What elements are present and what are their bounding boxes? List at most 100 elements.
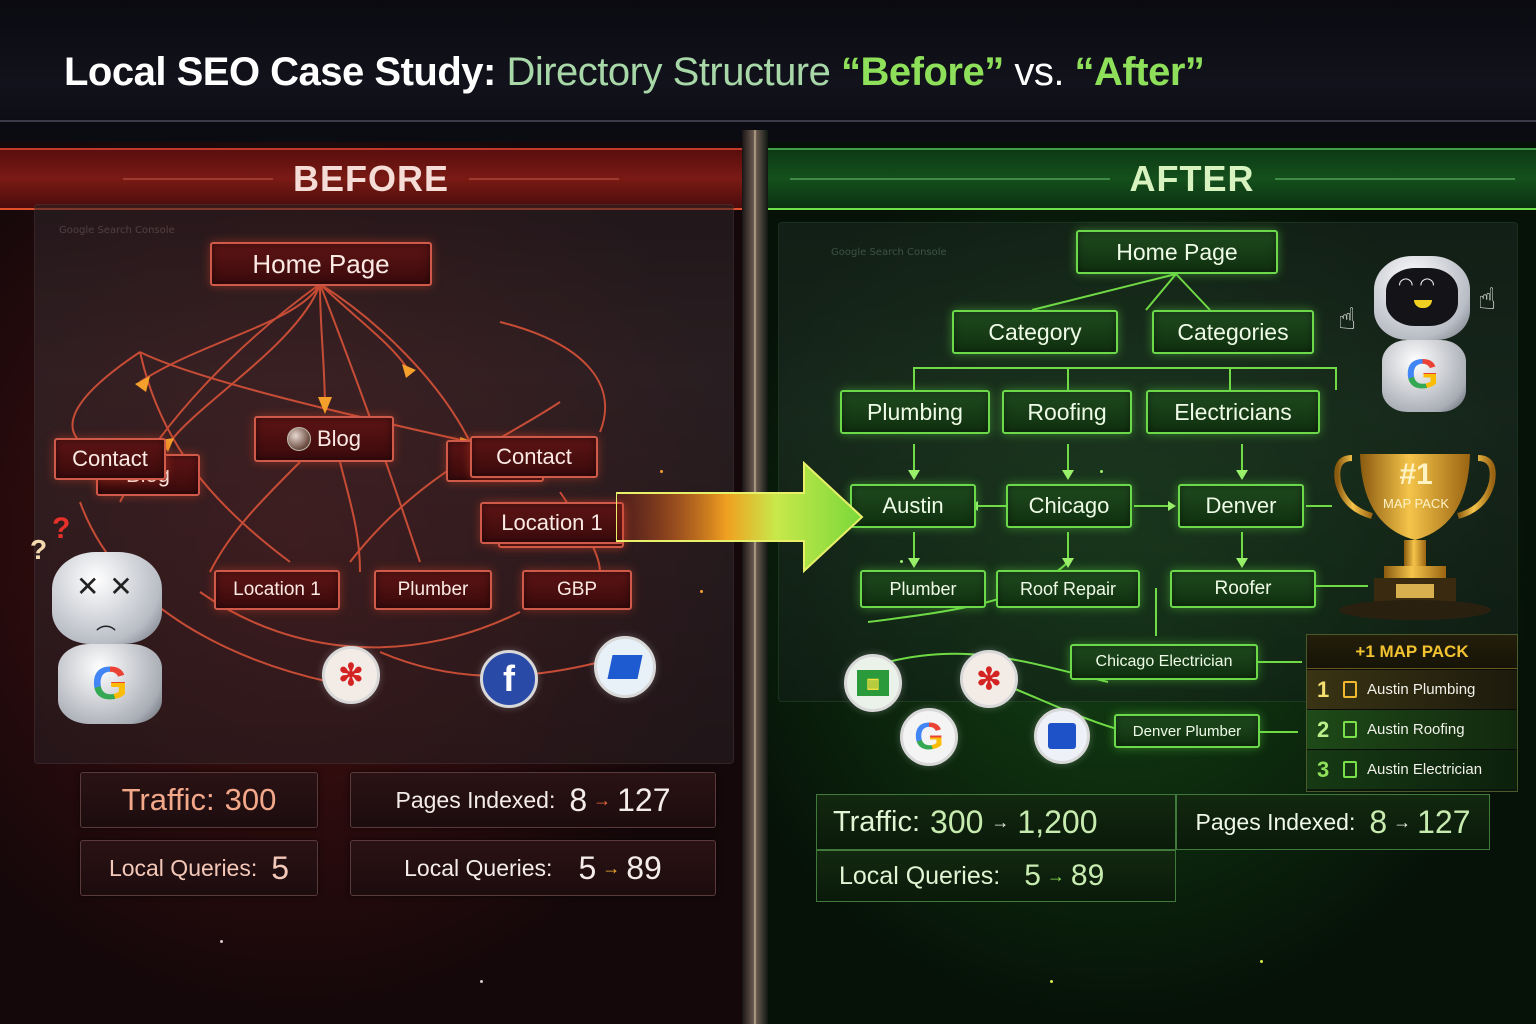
stat-label: Traffic: <box>833 805 921 838</box>
trophy-rank: #1 <box>1399 458 1433 491</box>
before-node-gbp[interactable]: GBP <box>522 570 632 610</box>
after-node-roof-repair[interactable]: Roof Repair <box>996 570 1140 608</box>
sparkle <box>480 980 483 983</box>
after-node-austin[interactable]: Austin <box>850 484 976 528</box>
robot-body: G <box>1382 340 1466 412</box>
after-node-roofing[interactable]: Roofing <box>1002 390 1132 434</box>
before-node-home-page[interactable]: Home Page <box>210 242 432 286</box>
directory-glyph: ▥ <box>857 670 889 696</box>
arrow-icon: → <box>1393 811 1412 832</box>
sparkle <box>900 560 903 563</box>
directory-glyph <box>607 655 643 679</box>
stat-label: Traffic: <box>121 782 215 817</box>
panel-divider <box>742 130 768 1024</box>
smile-icon <box>1414 300 1432 308</box>
after-node-chicago[interactable]: Chicago <box>1006 484 1132 528</box>
stat-to: 127 <box>617 781 671 818</box>
yelp-glyph: ✻ <box>976 662 1002 696</box>
frown-icon: ︵ <box>96 610 116 634</box>
before-node-contact-left[interactable]: Contact <box>54 438 166 480</box>
sparkle <box>660 470 663 473</box>
before-node-location-top[interactable]: Location 1 <box>480 502 624 544</box>
map-pack-name: Austin Electrician <box>1367 761 1483 778</box>
header-rule <box>122 178 273 180</box>
after-node-home-page[interactable]: Home Page <box>1076 230 1278 274</box>
stat-label: Pages Indexed: <box>395 786 556 813</box>
document-icon <box>1343 721 1357 738</box>
before-local-queries-change-stat: Local Queries: 5 → 89 <box>350 840 716 896</box>
listing-glyph <box>1048 723 1076 749</box>
stat-to: 127 <box>1417 803 1471 840</box>
after-node-category[interactable]: Category <box>952 310 1118 354</box>
screen-label: Google Search Console <box>59 225 175 236</box>
after-node-plumber[interactable]: Plumber <box>860 570 986 608</box>
directory-icon[interactable]: ▥ <box>844 654 902 712</box>
after-node-denver[interactable]: Denver <box>1178 484 1304 528</box>
stat-to: 89 <box>1070 859 1105 892</box>
after-traffic-stat: Traffic: 300 → 1,200 <box>816 794 1176 850</box>
map-pack-rank: 2 <box>1317 716 1330 742</box>
sparkle <box>1100 470 1103 473</box>
map-pack-name: Austin Roofing <box>1367 721 1465 738</box>
node-label: Blog <box>316 426 362 451</box>
happy-eyes-icon: ◠ ◠ <box>1398 274 1436 295</box>
after-title: AFTER <box>1129 158 1255 199</box>
google-glyph: G <box>914 715 944 758</box>
map-pack-name: Austin Plumbing <box>1367 681 1476 698</box>
before-node-contact-right[interactable]: Contact <box>470 436 598 478</box>
question-mark-icon: ? <box>52 512 71 545</box>
stat-label: Local Queries: <box>108 854 258 881</box>
facebook-icon[interactable]: f <box>480 650 538 708</box>
happy-robot: ◠ ◠ G ☝ ☝ <box>1338 242 1508 422</box>
stat-value: 300 <box>224 782 277 817</box>
arrow-icon: → <box>991 811 1010 832</box>
page-title: Local SEO Case Study: Directory Structur… <box>64 50 1205 95</box>
globe-icon <box>286 427 311 451</box>
after-local-queries-stat: Local Queries: 5 → 89 <box>816 850 1176 902</box>
arrow-icon: → <box>1046 865 1065 886</box>
listing-icon[interactable] <box>1034 708 1090 764</box>
sparkle <box>700 590 703 593</box>
google-logo-icon: G <box>92 657 128 709</box>
title-bar: Local SEO Case Study: Directory Structur… <box>0 0 1536 122</box>
confused-robot: ? ? ✕ ✕ ︵ G <box>30 512 200 732</box>
yelp-glyph: ✻ <box>338 658 364 692</box>
robot-head: ◠ ◠ <box>1374 256 1470 340</box>
before-local-queries-stat: Local Queries: 5 <box>80 840 318 896</box>
header-rule <box>469 178 619 180</box>
before-node-plumber[interactable]: Plumber <box>374 570 492 610</box>
after-node-chicago-electrician[interactable]: Chicago Electrician <box>1070 644 1258 680</box>
before-node-blog-center[interactable]: Blog <box>254 416 394 462</box>
trophy-label: MAP PACK <box>1383 496 1449 511</box>
document-icon <box>1343 761 1357 778</box>
map-pack-item[interactable]: 2 Austin Roofing <box>1307 709 1517 749</box>
after-node-denver-plumber[interactable]: Denver Plumber <box>1114 714 1260 748</box>
after-node-roofer[interactable]: Roofer <box>1170 570 1316 608</box>
after-node-plumbing[interactable]: Plumbing <box>840 390 990 434</box>
robot-visor: ◠ ◠ <box>1386 268 1458 326</box>
arrow-icon: → <box>602 857 621 878</box>
before-traffic-stat: Traffic: 300 <box>80 772 318 828</box>
map-pack-item[interactable]: 1 Austin Plumbing <box>1307 669 1517 709</box>
before-header: BEFORE <box>0 148 742 210</box>
map-pack-item[interactable]: 3 Austin Electrician <box>1307 749 1517 789</box>
stat-from: 300 <box>930 803 984 840</box>
directory-icon[interactable] <box>594 636 656 698</box>
yelp-icon[interactable]: ✻ <box>322 646 380 704</box>
stat-label: Local Queries: <box>839 861 1001 890</box>
google-logo-icon: G <box>1406 350 1439 397</box>
after-node-categories[interactable]: Categories <box>1152 310 1314 354</box>
stat-label: Local Queries: <box>404 854 553 881</box>
after-node-electricians[interactable]: Electricians <box>1146 390 1320 434</box>
title-part-after: “After” <box>1074 50 1205 94</box>
robot-head: ✕ ✕ ︵ <box>52 552 162 644</box>
google-icon[interactable]: G <box>900 708 958 766</box>
yelp-icon[interactable]: ✻ <box>960 650 1018 708</box>
before-node-location-bottom[interactable]: Location 1 <box>214 570 340 610</box>
title-part-vs: vs. <box>1003 50 1075 94</box>
map-pack-header: +1 MAP PACK <box>1307 635 1517 669</box>
before-title: BEFORE <box>292 158 449 199</box>
after-pages-indexed-stat: Pages Indexed: 8 → 127 <box>1176 794 1490 850</box>
x-eyes-icon: ✕ ✕ <box>76 570 133 603</box>
sparkle <box>1260 960 1263 963</box>
